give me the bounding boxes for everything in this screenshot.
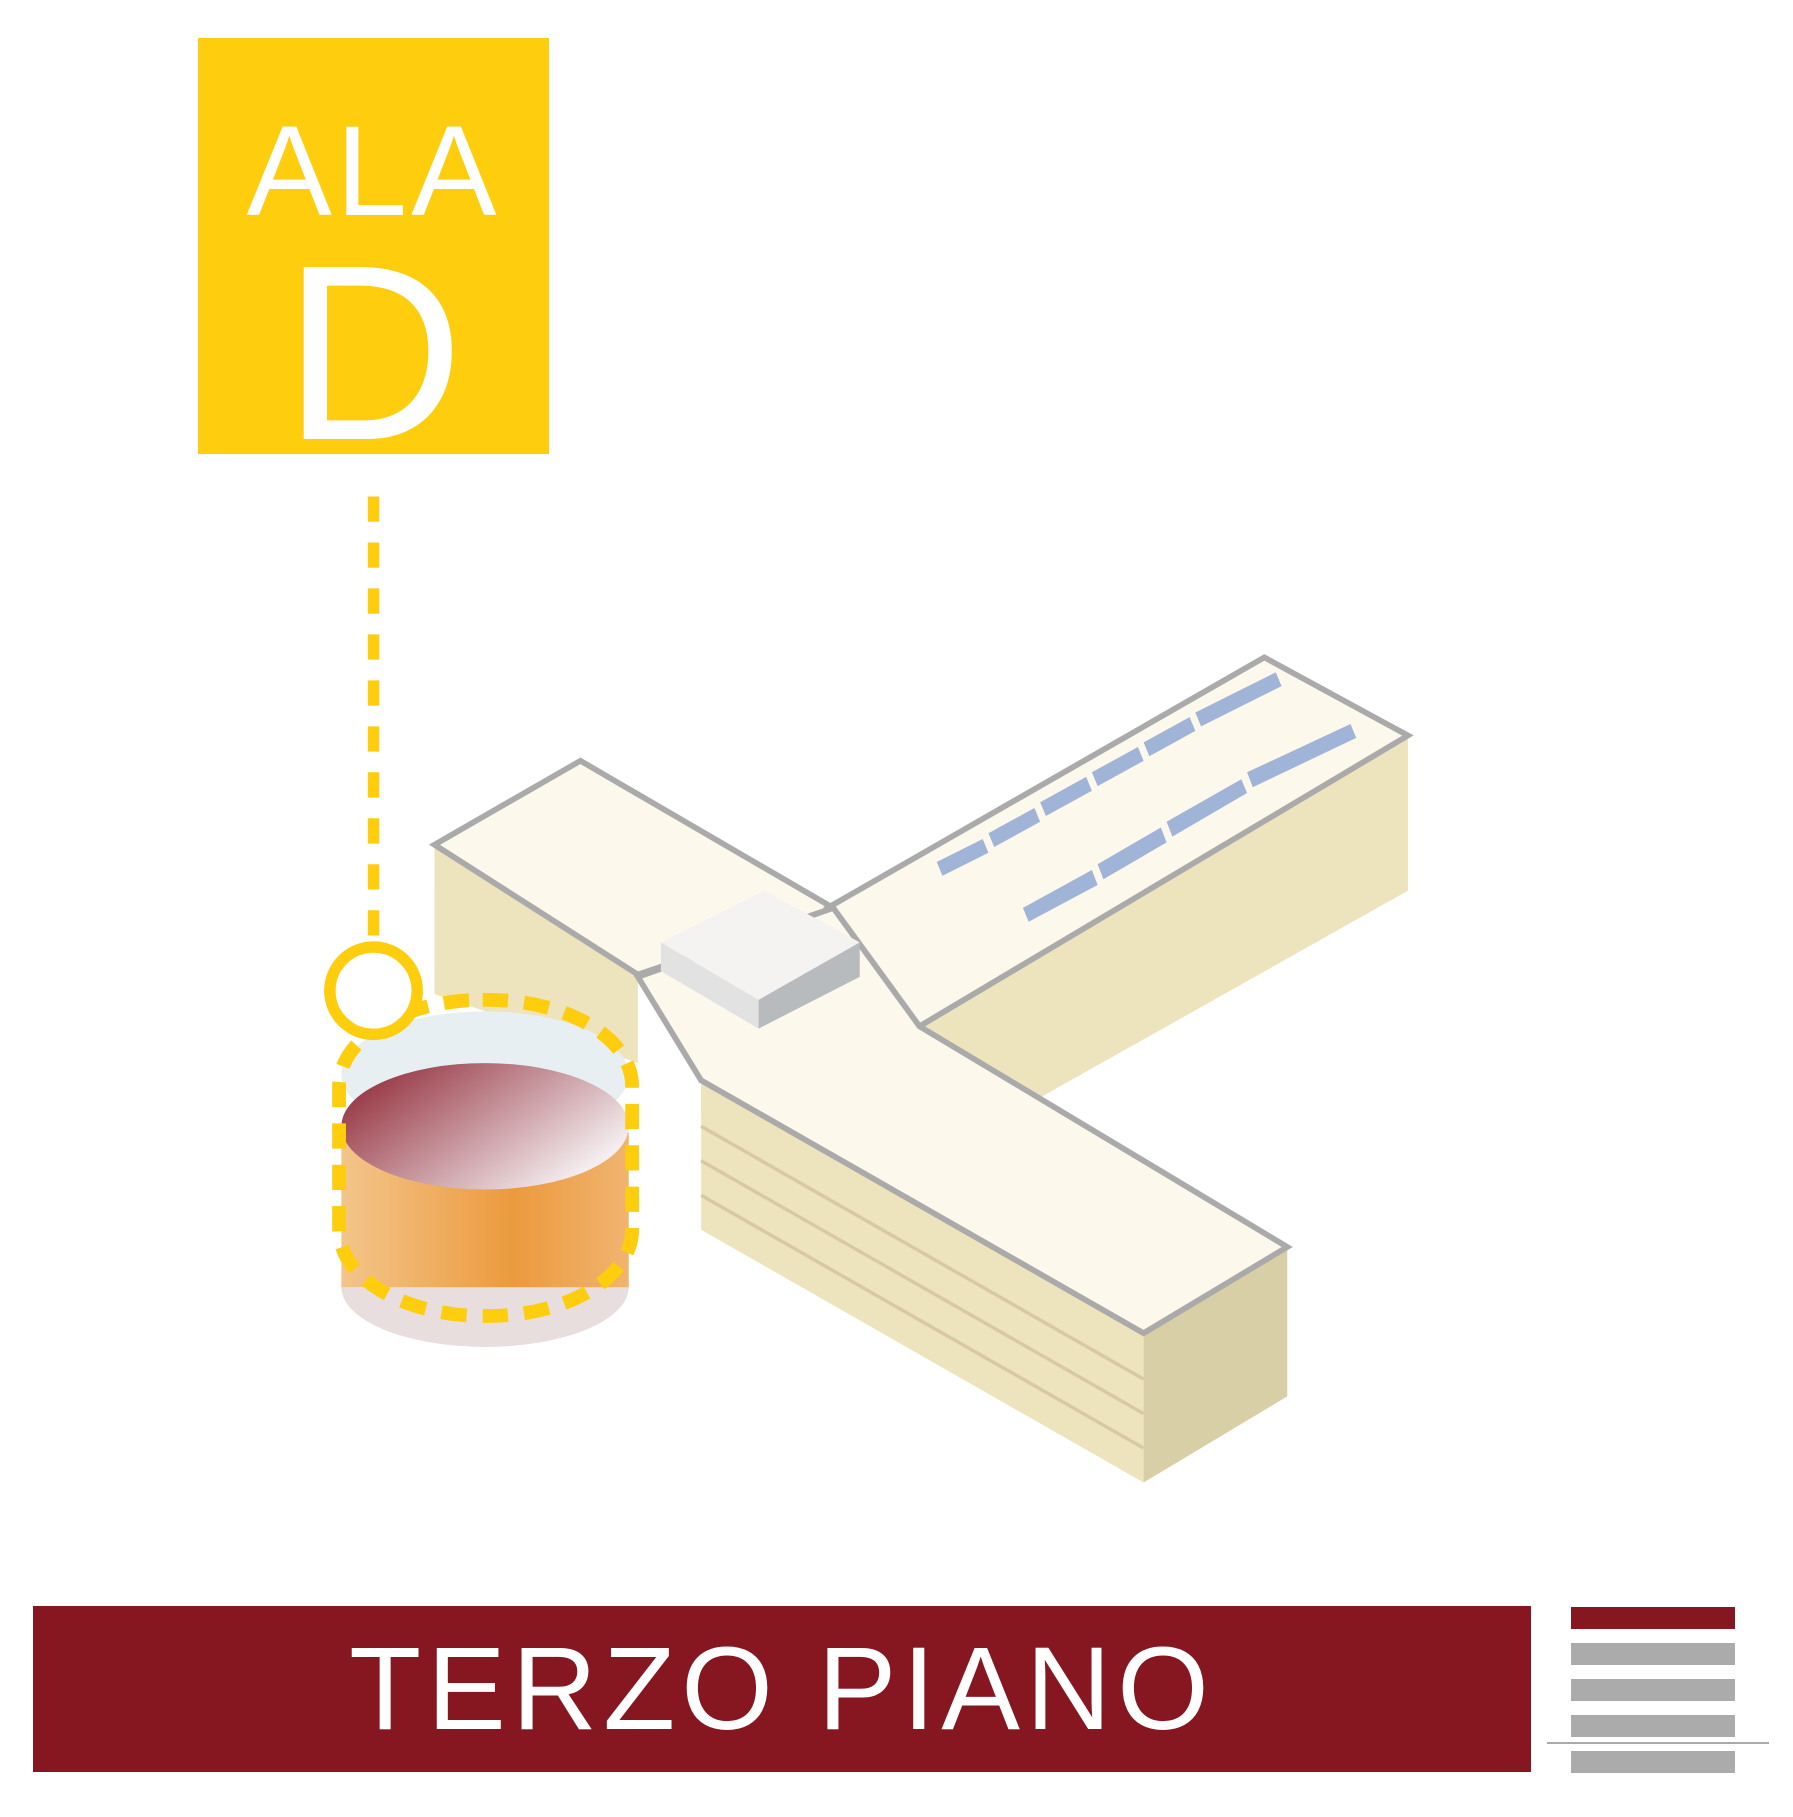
southeast-wing	[633, 904, 1293, 1483]
wing-letter: D	[283, 213, 464, 492]
wing-label: ALA	[246, 100, 501, 243]
ground-line	[1547, 1742, 1769, 1744]
floor-bar-current	[1571, 1607, 1735, 1629]
wing-label-box: ALA D	[198, 38, 549, 478]
wing-d-highlight	[332, 992, 640, 1347]
floor-bar	[1571, 1679, 1735, 1701]
floor-bar	[1571, 1643, 1735, 1665]
floor-title-banner: TERZO PIANO	[33, 1606, 1531, 1772]
floor-bar	[1571, 1751, 1735, 1773]
leader-marker	[324, 941, 423, 1041]
northeast-wing	[823, 654, 1414, 1098]
rooftop-structure	[660, 890, 860, 1029]
floor-bar	[1571, 1715, 1735, 1737]
